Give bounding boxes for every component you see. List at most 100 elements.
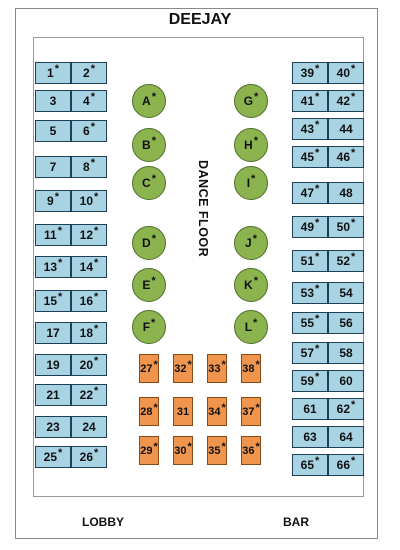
reserved-star-mark: * — [351, 251, 356, 263]
booth-table-54: 54 — [328, 282, 364, 304]
reserved-star-mark: * — [153, 358, 158, 371]
booth-table-59: 59* — [292, 370, 328, 392]
table-number: 30 — [174, 444, 187, 457]
reserved-star-mark: * — [351, 147, 356, 159]
table-number: 37 — [242, 405, 255, 418]
reserved-star-mark: * — [94, 355, 99, 367]
booth-table-57: 57* — [292, 342, 328, 364]
reserved-star-mark: * — [151, 173, 156, 185]
reserved-star-mark: * — [251, 173, 256, 185]
booth-table-51: 51* — [292, 250, 328, 272]
reserved-star-mark: * — [315, 371, 320, 383]
booth-table-48: 48 — [328, 182, 364, 204]
reserved-star-mark: * — [151, 317, 156, 329]
reserved-star-mark: * — [315, 455, 320, 467]
table-number: 58 — [339, 346, 353, 360]
booth-table-60: 60 — [328, 370, 364, 392]
reserved-star-mark: * — [187, 440, 192, 453]
booth-table-22: 22* — [71, 384, 107, 406]
table-number: 31 — [176, 405, 190, 418]
table-number: E — [142, 278, 151, 292]
dance-floor-label: DANCE FLOOR — [196, 160, 210, 258]
booth-table-65: 65* — [292, 454, 328, 476]
round-table-I: I* — [234, 166, 268, 200]
table-number: C — [142, 176, 151, 190]
table-number: 2 — [83, 66, 90, 80]
reserved-star-mark: * — [315, 313, 320, 325]
table-number: A — [142, 94, 151, 108]
table-number: 40 — [336, 66, 351, 80]
booth-table-11: 11* — [35, 224, 71, 246]
reserved-star-mark: * — [54, 63, 59, 75]
reserved-star-mark: * — [315, 283, 320, 295]
table-number: 13 — [43, 260, 58, 274]
reserved-star-mark: * — [351, 399, 356, 411]
table-number: 55 — [300, 316, 315, 330]
vip-table-29: 29* — [139, 436, 159, 465]
reserved-star-mark: * — [58, 257, 63, 269]
round-table-B: B* — [132, 128, 166, 162]
booth-table-47: 47* — [292, 182, 328, 204]
booth-table-45: 45* — [292, 146, 328, 168]
booth-table-16: 16* — [71, 290, 107, 312]
booth-table-2: 2* — [71, 62, 107, 84]
table-number: 39 — [300, 66, 315, 80]
booth-table-15: 15* — [35, 290, 71, 312]
table-number: 38 — [242, 362, 255, 375]
table-number: 65 — [300, 458, 315, 472]
booth-table-23: 23 — [35, 416, 71, 438]
reserved-star-mark: * — [221, 358, 226, 371]
table-number: 7 — [49, 160, 57, 174]
table-number: 16 — [79, 294, 94, 308]
reserved-star-mark: * — [252, 233, 257, 245]
booth-table-21: 21 — [35, 384, 71, 406]
table-number: 61 — [303, 402, 317, 416]
booth-table-49: 49* — [292, 216, 328, 238]
table-number: 54 — [339, 286, 353, 300]
table-number: 62 — [336, 402, 351, 416]
table-number: H — [244, 138, 253, 152]
reserved-star-mark: * — [94, 323, 99, 335]
table-number: 42 — [336, 94, 351, 108]
reserved-star-mark: * — [151, 91, 156, 103]
reserved-star-mark: * — [57, 225, 62, 237]
booth-table-4: 4* — [71, 90, 107, 112]
table-number: 41 — [300, 94, 315, 108]
table-number: 27 — [140, 362, 153, 375]
booth-table-39: 39* — [292, 62, 328, 84]
booth-table-8: 8* — [71, 156, 107, 178]
booth-table-64: 64 — [328, 426, 364, 448]
table-number: J — [245, 236, 252, 250]
booth-table-55: 55* — [292, 312, 328, 334]
booth-table-53: 53* — [292, 282, 328, 304]
table-number: 44 — [339, 122, 353, 136]
reserved-star-mark: * — [253, 275, 258, 287]
reserved-star-mark: * — [54, 191, 59, 203]
reserved-star-mark: * — [94, 291, 99, 303]
booth-table-44: 44 — [328, 118, 364, 140]
reserved-star-mark: * — [315, 183, 320, 195]
table-number: 46 — [336, 150, 351, 164]
booth-table-24: 24 — [71, 416, 107, 438]
booth-table-42: 42* — [328, 90, 364, 112]
table-number: 64 — [339, 430, 353, 444]
reserved-star-mark: * — [94, 225, 99, 237]
reserved-star-mark: * — [221, 440, 226, 453]
reserved-star-mark: * — [151, 275, 156, 287]
round-table-C: C* — [132, 166, 166, 200]
reserved-star-mark: * — [90, 121, 95, 133]
booth-table-43: 43* — [292, 118, 328, 140]
booth-table-14: 14* — [71, 256, 107, 278]
bar-label: BAR — [283, 515, 309, 529]
booth-table-56: 56 — [328, 312, 364, 334]
round-table-A: A* — [132, 84, 166, 118]
table-number: 32 — [174, 362, 187, 375]
reserved-star-mark: * — [351, 91, 356, 103]
booth-table-18: 18* — [71, 322, 107, 344]
vip-table-38: 38* — [241, 354, 261, 383]
table-number: 18 — [79, 326, 94, 340]
table-number: D — [142, 236, 151, 250]
vip-table-30: 30* — [173, 436, 193, 465]
booth-table-62: 62* — [328, 398, 364, 420]
table-number: 10 — [79, 194, 94, 208]
